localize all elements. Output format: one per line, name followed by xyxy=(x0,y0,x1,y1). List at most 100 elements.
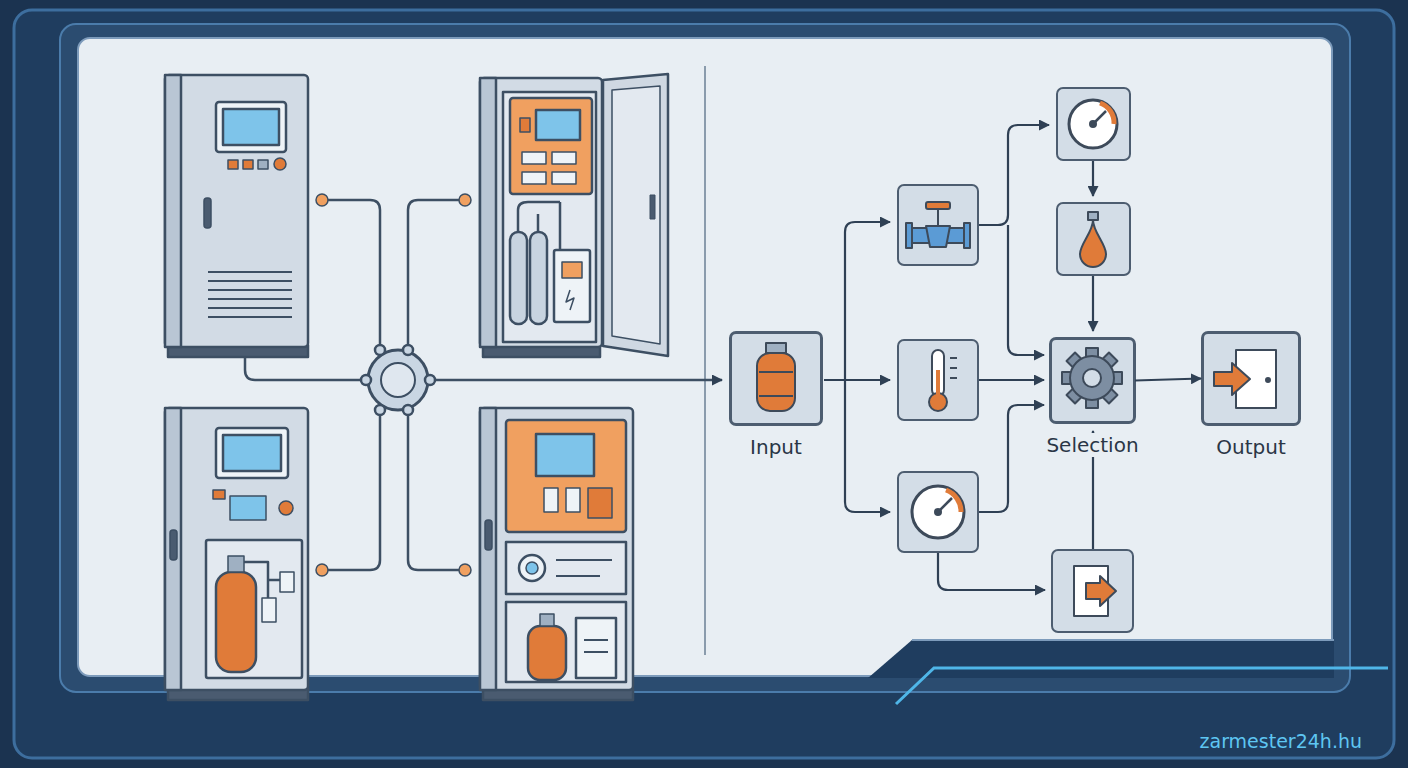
flow-arrows xyxy=(1092,161,1094,196)
flow-icons xyxy=(906,223,912,248)
cabinet-illustration xyxy=(208,280,292,282)
flow-icons xyxy=(759,371,793,373)
hub-wiring xyxy=(316,564,328,576)
flow-arrows xyxy=(1008,225,1044,355)
flow-icons xyxy=(926,202,950,209)
cabinet-illustration xyxy=(165,74,668,700)
cabinet-illustration xyxy=(274,158,286,170)
cabinet-illustration xyxy=(562,262,582,278)
cabinet-illustration xyxy=(216,428,288,478)
cabinet-illustration xyxy=(522,152,546,164)
hub-wiring xyxy=(322,414,380,570)
cabinet-illustration xyxy=(554,250,590,322)
hub-wiring xyxy=(322,200,380,346)
flow-icons xyxy=(1088,212,1098,220)
icon-boxes xyxy=(1057,88,1130,160)
flow-icons xyxy=(1266,378,1270,382)
icon-node: Output xyxy=(1200,332,1302,459)
cabinet-illustration xyxy=(208,272,292,317)
cabinet-illustration xyxy=(170,530,177,560)
cabinet-illustration xyxy=(223,109,279,145)
watermark: zarmester24h.hu xyxy=(1200,730,1362,752)
flow-icons xyxy=(1083,369,1101,387)
cabinet-illustration xyxy=(576,618,616,678)
cabinet-illustration xyxy=(556,575,600,577)
cabinet-illustration xyxy=(480,408,633,690)
cabinet-illustration xyxy=(536,434,594,476)
flow-icons xyxy=(912,486,964,538)
flow-arrows xyxy=(824,379,890,381)
flow-icons xyxy=(936,370,940,395)
flow-icons xyxy=(932,350,944,396)
flow-icons xyxy=(759,395,793,397)
cabinet-illustration xyxy=(228,160,238,169)
icon-box xyxy=(1202,332,1300,425)
flow-icons xyxy=(1080,220,1106,267)
hub-wiring xyxy=(375,345,385,355)
cabinet-illustration xyxy=(165,408,181,690)
icon-box xyxy=(730,332,822,425)
flow-icons xyxy=(926,226,950,247)
icon-box xyxy=(1050,338,1135,423)
cabinet-illustration xyxy=(584,651,608,653)
icon-boxes xyxy=(730,88,1300,632)
cabinet-illustration xyxy=(204,198,211,228)
hub-wiring xyxy=(425,375,435,385)
cabinet-illustration xyxy=(165,75,308,347)
hub-wiring xyxy=(403,405,413,415)
hub-wiring xyxy=(245,358,362,380)
cabinet-illustration xyxy=(526,562,538,574)
hub-wiring xyxy=(408,200,465,346)
hub-wiring xyxy=(403,345,413,355)
cabinet-illustration xyxy=(206,540,302,678)
hub-wiring xyxy=(459,564,471,576)
cabinet-illustration xyxy=(540,614,554,626)
flow-icons xyxy=(929,393,947,411)
hub-wiring xyxy=(361,375,371,385)
flow-arrows xyxy=(978,405,1044,512)
hub-wiring xyxy=(459,194,471,206)
node-label: Input xyxy=(747,435,805,459)
node-label: Output xyxy=(1213,435,1288,459)
cabinet-illustration xyxy=(506,542,626,594)
flow-icons xyxy=(964,223,970,248)
cabinet-illustration xyxy=(208,298,292,300)
icon-node: Input xyxy=(728,332,824,459)
flow-icons xyxy=(950,367,957,369)
flow-arrow xyxy=(1135,379,1201,381)
cabinet-illustration xyxy=(566,488,580,512)
hub-wiring xyxy=(375,405,385,415)
cabinet-illustration xyxy=(552,172,576,184)
flow-icons xyxy=(950,357,957,359)
cabinet-illustration xyxy=(556,559,612,561)
frame xyxy=(912,639,1334,641)
node-label: Selection xyxy=(1043,433,1141,457)
cabinet-illustration xyxy=(228,556,244,572)
flow-arrows xyxy=(938,553,1045,590)
cabinet-illustration xyxy=(280,572,294,592)
cabinet-illustration xyxy=(480,78,496,347)
cabinet-illustration xyxy=(520,118,530,132)
cabinet-illustration xyxy=(208,316,292,318)
icon-boxes xyxy=(1057,203,1130,275)
cabinet-illustration xyxy=(216,572,256,672)
cabinet-illustration xyxy=(522,172,546,184)
cabinet-illustration xyxy=(279,501,293,515)
cabinet-illustration xyxy=(213,490,225,499)
icon-node: Selection xyxy=(1041,338,1144,457)
flow-icons xyxy=(937,208,939,226)
cabinet-illustration xyxy=(480,78,602,347)
cabinet-illustration xyxy=(258,160,268,169)
flow-arrows xyxy=(845,222,890,380)
cabinet-illustration xyxy=(480,408,496,690)
flow-icons xyxy=(1062,348,1122,408)
cabinet-illustration xyxy=(588,488,612,518)
flow-arrows xyxy=(978,379,1044,381)
icon-boxes xyxy=(898,472,978,552)
cabinet-illustration xyxy=(612,86,660,344)
cabinet-illustration xyxy=(536,110,580,140)
cabinet-illustration xyxy=(552,152,576,164)
